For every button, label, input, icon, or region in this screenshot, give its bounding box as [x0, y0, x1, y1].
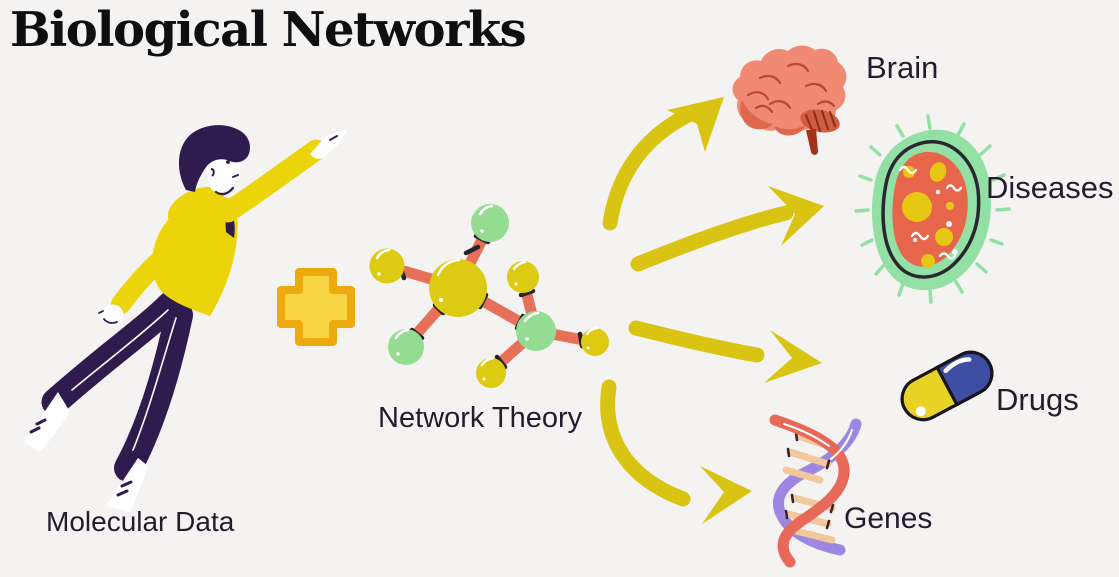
- label-diseases: Diseases: [986, 170, 1114, 205]
- label-brain: Brain: [866, 50, 939, 85]
- arrow-to-genes: [600, 379, 752, 524]
- label-network-theory: Network Theory: [378, 402, 583, 434]
- molecule-network-icon: [369, 204, 609, 388]
- arrow-to-drugs: [628, 320, 822, 383]
- page-title: Biological Networks: [10, 2, 527, 58]
- brain-icon: [732, 45, 847, 155]
- label-drugs: Drugs: [996, 382, 1079, 417]
- label-molecular-data: Molecular Data: [46, 506, 235, 537]
- label-genes: Genes: [844, 502, 933, 535]
- flying-person-icon: [24, 125, 347, 512]
- arrow-to-diseases: [630, 186, 824, 272]
- plus-icon: [277, 268, 355, 346]
- microbe-icon: [854, 114, 1011, 304]
- pill-icon: [900, 350, 994, 422]
- arrow-to-brain: [602, 97, 724, 231]
- dna-icon: [769, 414, 862, 568]
